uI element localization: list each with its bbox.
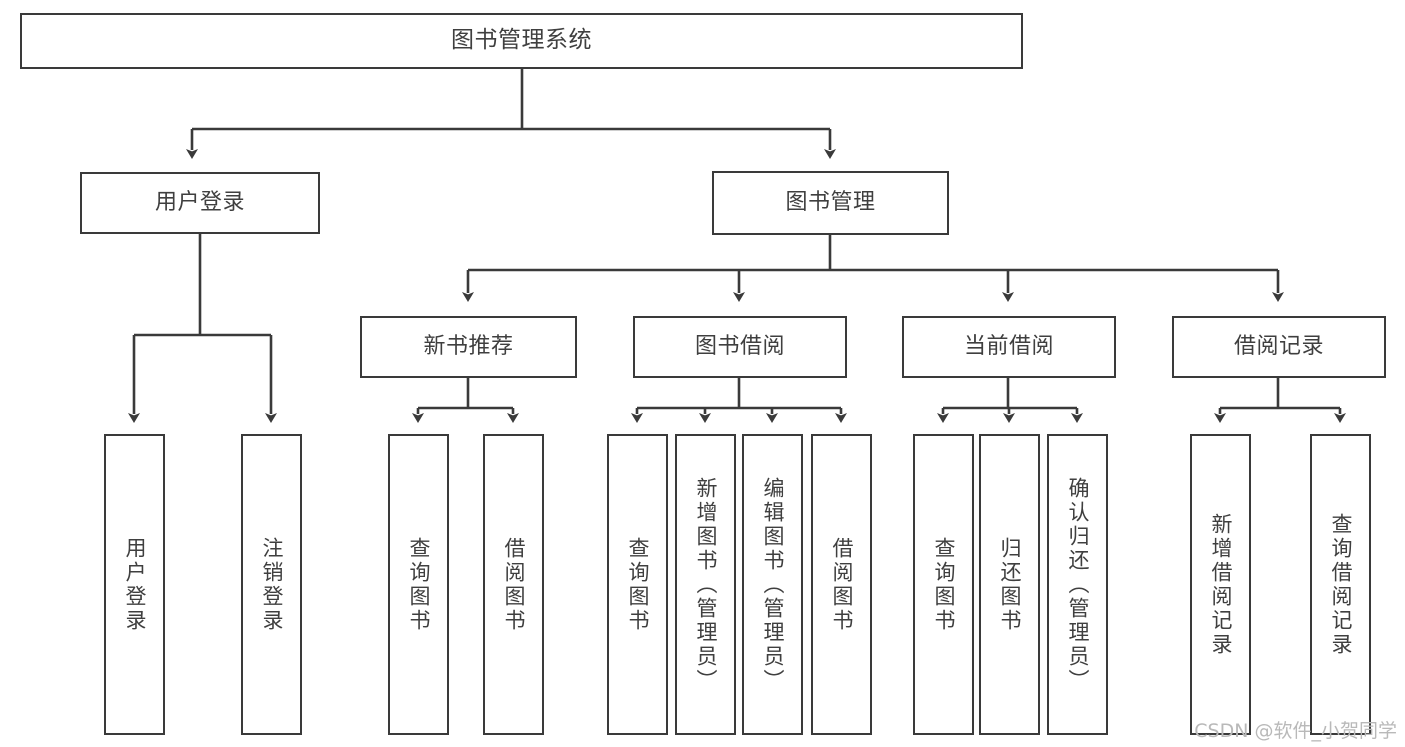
node-label: 借阅记录 [1233,334,1324,360]
node-label: 新书推荐 [423,334,514,360]
node-label: 图书管理 [785,190,876,216]
node-label: 查询图书 [932,536,956,633]
leaf-new-book-query-book[interactable]: 查询图书 [388,434,449,735]
leaf-borrow-record-query-record[interactable]: 查询借阅记录 [1310,434,1371,735]
node-book-management-system[interactable]: 图书管理系统 [20,13,1023,69]
node-label: 借阅图书 [830,536,854,633]
leaf-book-borrow-query-book[interactable]: 查询图书 [607,434,668,735]
node-borrow-record[interactable]: 借阅记录 [1172,316,1386,378]
node-label: 借阅图书 [502,536,526,633]
watermark: CSDN @软件_小贺同学 [1194,720,1397,742]
leaf-book-borrow-borrow-book[interactable]: 借阅图书 [811,434,872,735]
node-label: 新增借阅记录 [1209,512,1233,657]
node-label: 图书管理系统 [451,27,592,54]
node-label: 查询图书 [407,536,431,633]
node-label: 查询图书 [626,536,650,633]
leaf-user-login-login[interactable]: 用户登录 [104,434,165,735]
node-label: 编辑图书（管理员） [761,476,785,693]
leaf-borrow-record-add-record[interactable]: 新增借阅记录 [1190,434,1251,735]
node-label: 用户登录 [154,190,245,216]
node-label: 新增图书（管理员） [694,476,718,693]
node-user-login[interactable]: 用户登录 [80,172,320,234]
leaf-user-login-logout[interactable]: 注销登录 [241,434,302,735]
leaf-book-borrow-add-book[interactable]: 新增图书（管理员） [675,434,736,735]
leaf-current-borrow-query-book[interactable]: 查询图书 [913,434,974,735]
node-current-borrow[interactable]: 当前借阅 [902,316,1116,378]
node-label: 当前借阅 [963,334,1054,360]
node-label: 查询借阅记录 [1329,512,1353,657]
node-label: 图书借阅 [694,334,785,360]
leaf-new-book-borrow-book[interactable]: 借阅图书 [483,434,544,735]
leaf-current-borrow-confirm-return[interactable]: 确认归还（管理员） [1047,434,1108,735]
leaf-book-borrow-edit-book[interactable]: 编辑图书（管理员） [742,434,803,735]
node-label: 用户登录 [123,536,147,633]
node-book-management[interactable]: 图书管理 [712,171,949,235]
node-label: 归还图书 [998,536,1022,633]
leaf-current-borrow-return-book[interactable]: 归还图书 [979,434,1040,735]
node-book-borrow[interactable]: 图书借阅 [633,316,847,378]
node-new-book-recommend[interactable]: 新书推荐 [360,316,577,378]
node-label: 确认归还（管理员） [1066,476,1090,693]
node-label: 注销登录 [260,536,284,633]
